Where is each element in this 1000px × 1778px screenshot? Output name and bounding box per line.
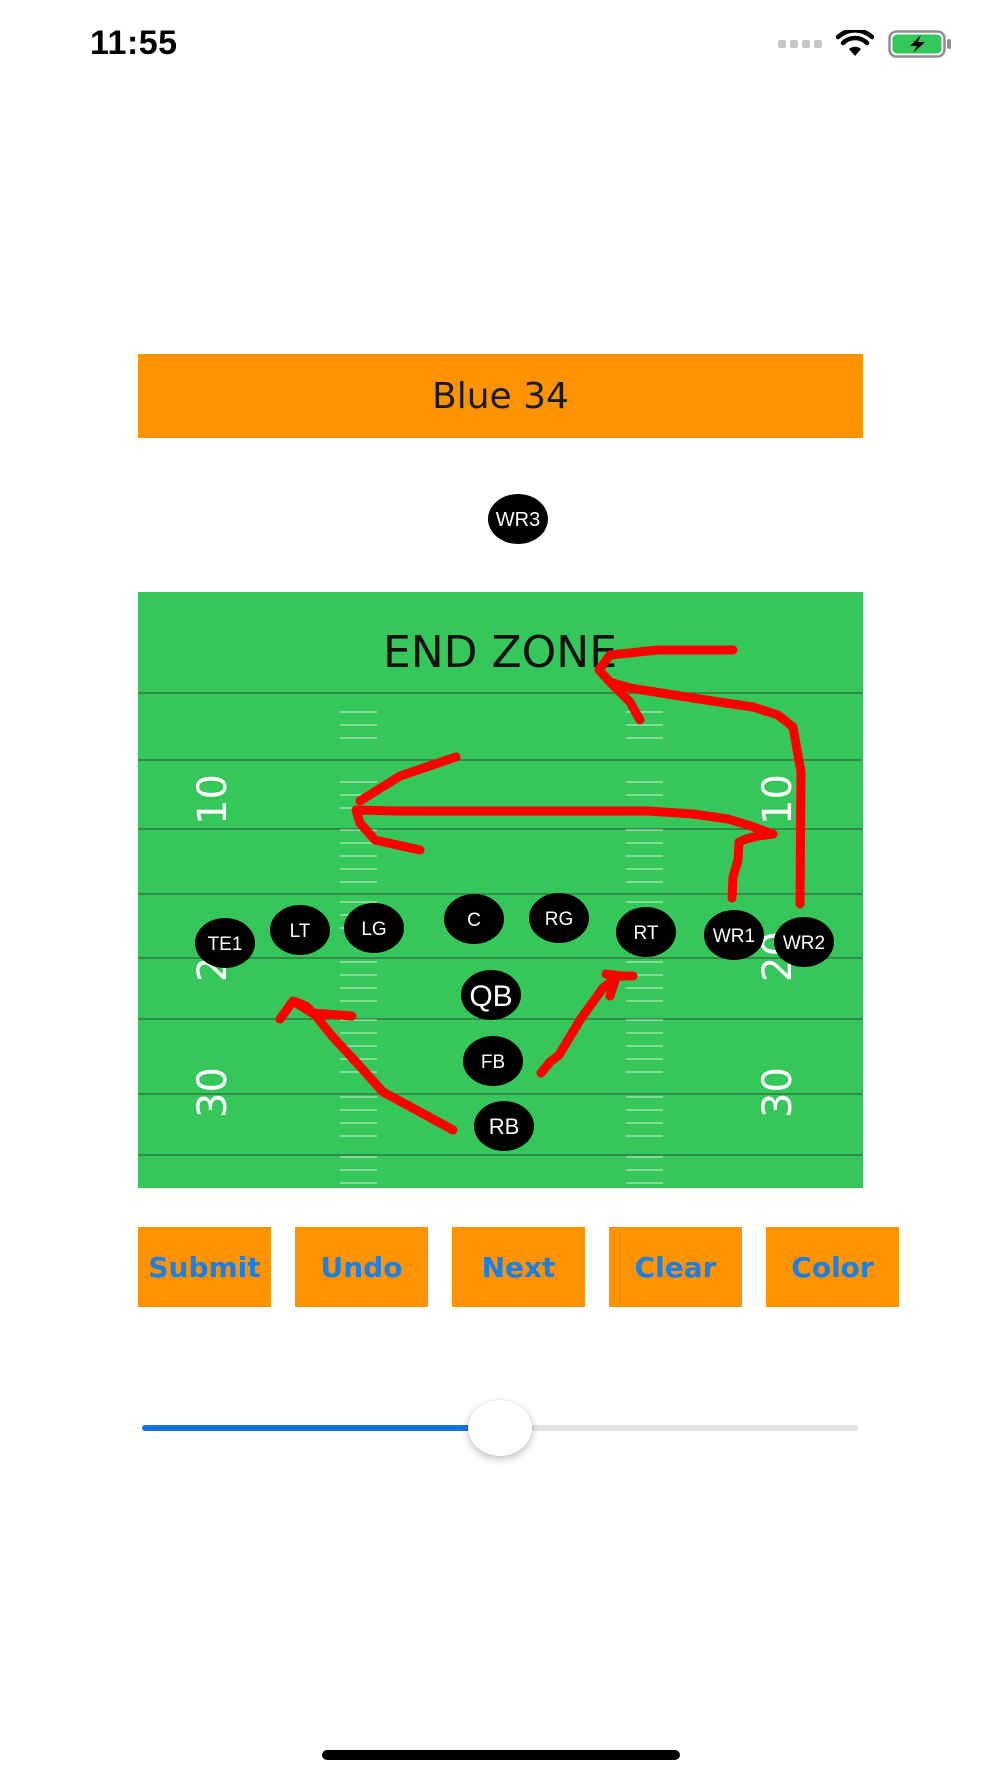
slider-thumb[interactable] xyxy=(468,1400,532,1456)
play-name-input[interactable] xyxy=(138,354,863,438)
player-token[interactable] xyxy=(474,1101,534,1151)
wifi-icon xyxy=(836,30,874,56)
player-label: TE1 xyxy=(208,934,243,955)
player-token[interactable] xyxy=(461,970,521,1020)
player-token[interactable] xyxy=(195,918,255,968)
player-token[interactable] xyxy=(444,894,504,944)
player-token[interactable] xyxy=(463,1036,523,1086)
player-fb[interactable]: FB xyxy=(463,1036,523,1086)
brush-size-slider[interactable] xyxy=(142,1400,858,1456)
player-wr3[interactable]: WR3 xyxy=(488,494,548,544)
player-token[interactable] xyxy=(774,917,834,967)
player-qb[interactable]: QB xyxy=(461,970,521,1020)
player-token[interactable] xyxy=(529,893,589,943)
player-label: RT xyxy=(634,923,659,944)
color-button[interactable]: Color xyxy=(766,1227,899,1307)
yard-number-right-10: 10 xyxy=(755,774,801,825)
clear-button[interactable]: Clear xyxy=(609,1227,742,1307)
player-lt[interactable]: LT xyxy=(270,905,330,955)
route-wr1 xyxy=(351,805,778,903)
player-label: QB xyxy=(469,980,512,1013)
player-rt[interactable]: RT xyxy=(616,907,676,957)
signal-dots-icon xyxy=(778,40,822,48)
yard-number-left-30: 30 xyxy=(190,1067,236,1118)
player-label: LG xyxy=(361,919,386,940)
route-rb-arrowhead xyxy=(288,996,357,1021)
yard-number-right-30: 30 xyxy=(755,1067,801,1118)
player-token[interactable] xyxy=(704,910,764,960)
player-rg[interactable]: RG xyxy=(529,893,589,943)
field-background xyxy=(138,592,863,1188)
player-label: RG xyxy=(545,909,574,930)
submit-button[interactable]: Submit xyxy=(138,1227,271,1307)
battery-charging-icon xyxy=(888,30,951,58)
player-label: WR1 xyxy=(713,926,755,947)
player-te1[interactable]: TE1 xyxy=(195,918,255,968)
route-wr1-arrowhead xyxy=(355,752,461,806)
route-wr2 xyxy=(594,645,806,909)
football-field[interactable]: END ZONE 10 20 30 10 20 30 TE1LTLGCRGRTW… xyxy=(138,592,863,1188)
route-wr2-arrowhead xyxy=(605,677,645,725)
undo-button[interactable]: Undo xyxy=(295,1227,428,1307)
player-wr2[interactable]: WR2 xyxy=(774,917,834,967)
hash-marks xyxy=(340,711,663,1184)
slider-fill xyxy=(142,1425,500,1431)
player-wr1[interactable]: WR1 xyxy=(704,910,764,960)
status-time: 11:55 xyxy=(90,24,178,62)
player-label: LT xyxy=(290,921,311,942)
route-fb xyxy=(536,973,621,1078)
player-label: WR3 xyxy=(496,509,540,531)
player-lg[interactable]: LG xyxy=(344,903,404,953)
player-label: FB xyxy=(481,1052,505,1073)
player-label: WR2 xyxy=(783,933,825,954)
yard-number-left-10: 10 xyxy=(190,774,236,825)
home-indicator xyxy=(322,1750,680,1760)
player-c[interactable]: C xyxy=(444,894,504,944)
player-token[interactable] xyxy=(616,907,676,957)
player-label: C xyxy=(467,910,481,931)
action-button-row: Submit Undo Next Clear Color xyxy=(138,1227,900,1307)
player-token[interactable] xyxy=(344,903,404,953)
player-label: RB xyxy=(489,1114,520,1139)
end-zone-label: END ZONE xyxy=(383,627,617,678)
route-fb-arrowhead xyxy=(601,969,638,981)
drawn-routes xyxy=(275,645,806,1135)
player-token[interactable] xyxy=(270,905,330,955)
status-icons xyxy=(778,28,952,60)
next-button[interactable]: Next xyxy=(452,1227,585,1307)
player-rb[interactable]: RB xyxy=(474,1101,534,1151)
